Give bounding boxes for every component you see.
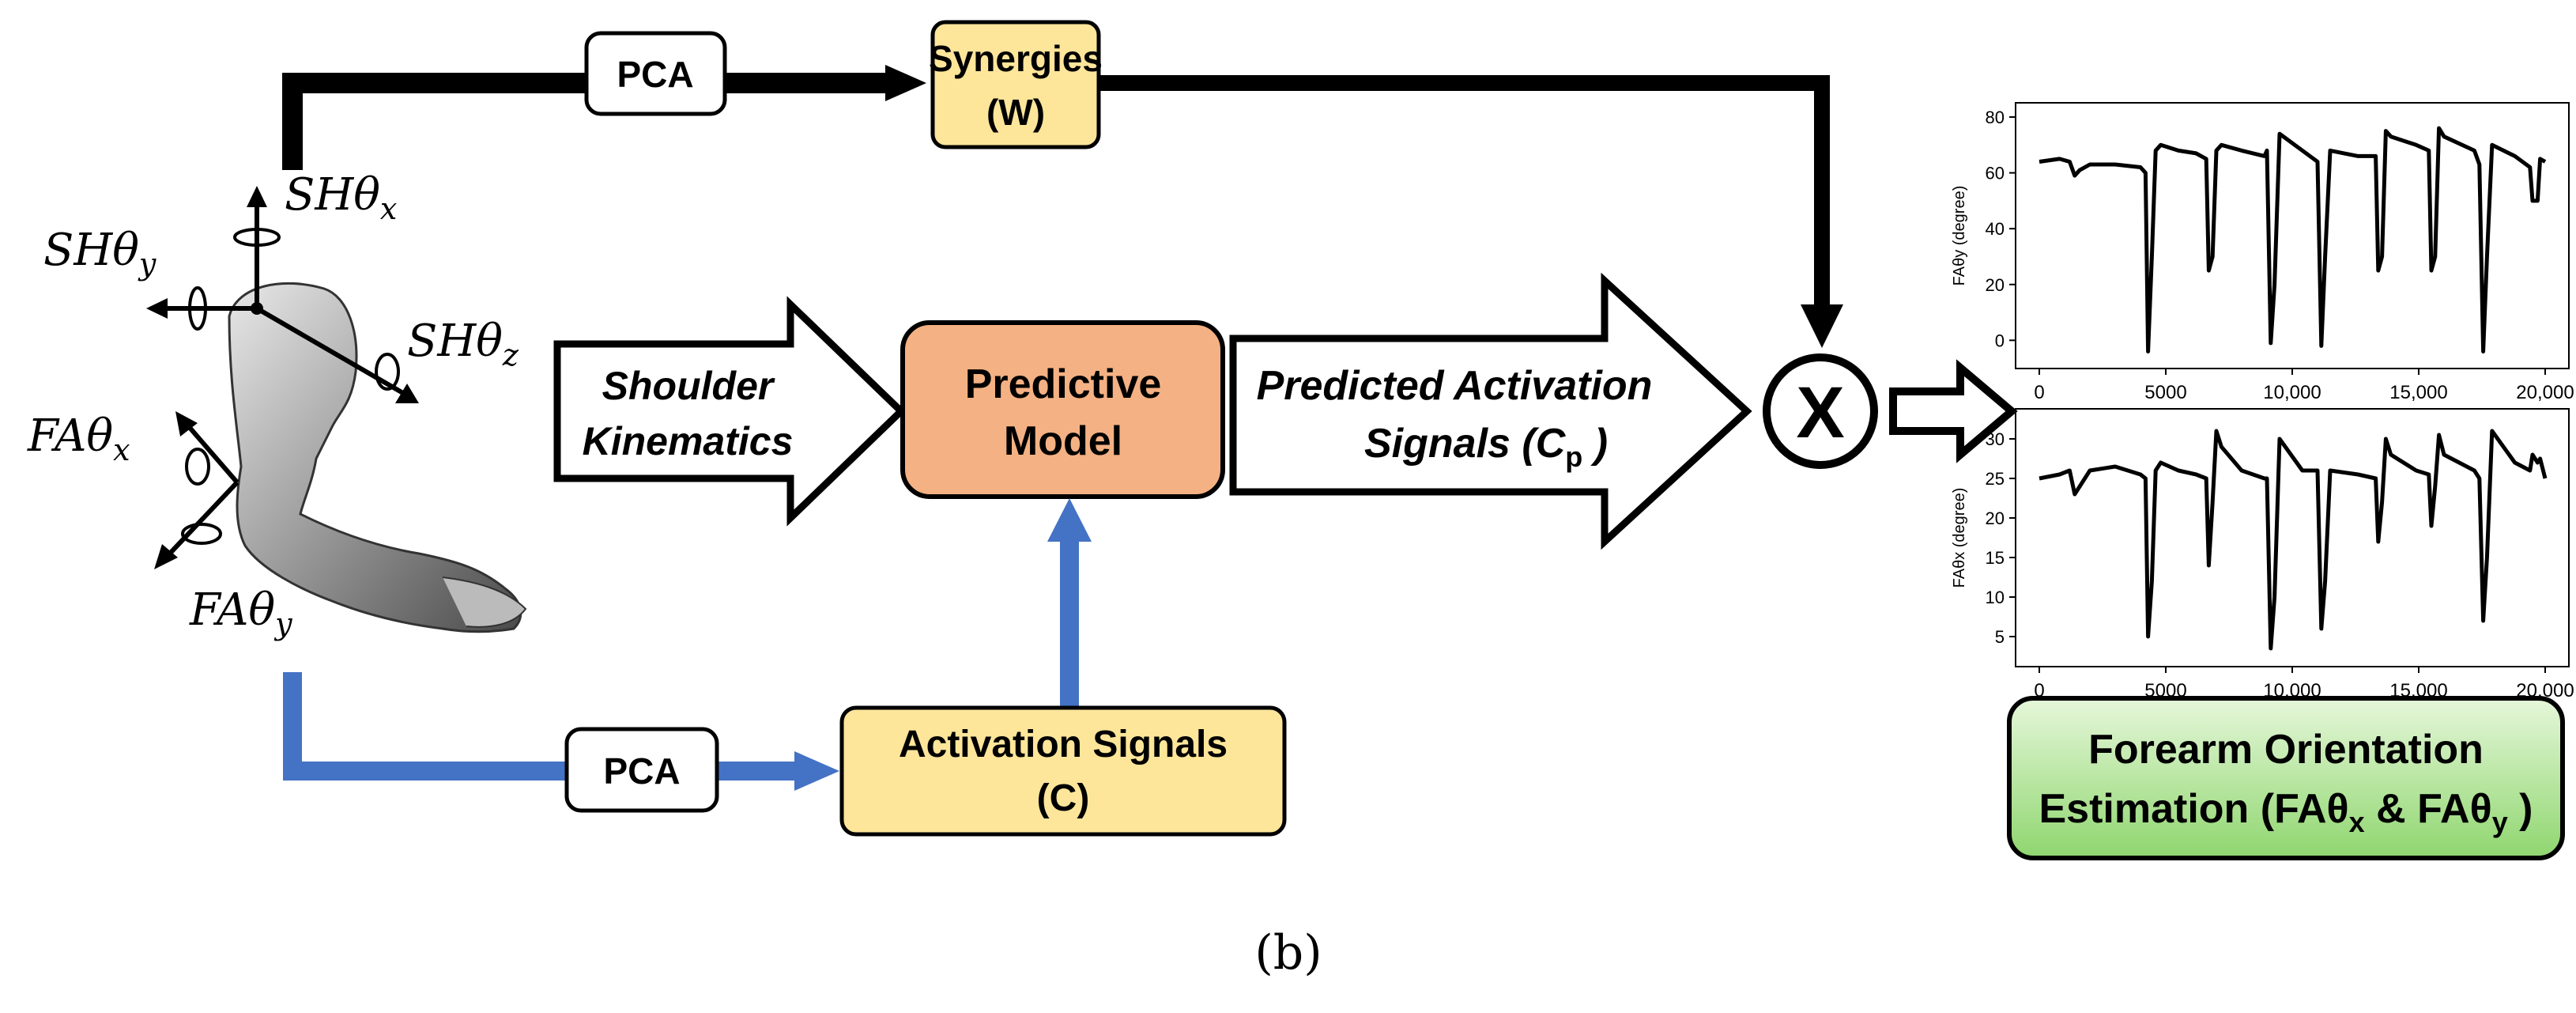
y-tick-label: 20: [1986, 275, 2005, 295]
activation-signals-box: Activation Signals (C): [839, 705, 1287, 837]
series-line: [2039, 429, 2548, 651]
series-line: [2039, 126, 2547, 353]
y-tick-label: 30: [1986, 429, 2005, 449]
predicted-activation-label-1: Predicted Activation: [1257, 363, 1653, 409]
forearm-orientation-label-2: Estimation (FAθx & FAθy ): [2039, 786, 2533, 838]
predicted-activation-label-2: Signals (Cp ): [1364, 421, 1608, 473]
synergies-box: Synergies (W): [929, 20, 1103, 149]
pca-top-box: PCA: [584, 31, 727, 116]
shoulder-axes: [146, 186, 419, 403]
y-axis-label: FAθx (degree): [1951, 488, 1968, 588]
synergies-symbol: (W): [986, 92, 1045, 133]
y-tick-label: 60: [1986, 164, 2005, 183]
predictive-model-box: Predictive Model: [900, 320, 1225, 499]
y-tick-label: 0: [1995, 331, 2005, 350]
y-tick-label: 15: [1986, 548, 2005, 568]
svg-text:FAθy: FAθy: [189, 584, 292, 641]
svg-text:SHθy: SHθy: [43, 225, 157, 282]
multiply-node: X: [1763, 353, 1878, 469]
synergies-label: Synergies: [929, 38, 1103, 79]
y-tick-label: 20: [1986, 508, 2005, 528]
svg-text:SHθz: SHθz: [407, 316, 519, 372]
x-tick-label: 10,000: [2263, 382, 2321, 403]
multiply-symbol: X: [1796, 372, 1844, 453]
y-tick-label: 40: [1986, 219, 2005, 239]
pca-bottom-box: PCA: [564, 727, 719, 813]
pca-top-label: PCA: [617, 54, 693, 95]
x-tick-label: 0: [2034, 382, 2044, 403]
figure-caption: (b): [1254, 925, 1322, 981]
svg-text:SHθx: SHθx: [285, 169, 397, 226]
forearm-orientation-box: Forearm Orientation Estimation (FAθx & F…: [2007, 696, 2565, 860]
pca-bottom-label: PCA: [603, 750, 680, 792]
arm-label-fa-y: FAθy: [189, 584, 292, 641]
x-tick-label: 5000: [2144, 382, 2186, 403]
forearm-orientation-label-1: Forearm Orientation: [2088, 727, 2484, 773]
shoulder-kinematics-label-2: Kinematics: [583, 419, 794, 463]
y-tick-label: 25: [1986, 469, 2005, 489]
x-tick-label: 20,000: [2516, 382, 2574, 403]
y-tick-label: 10: [1986, 588, 2005, 607]
arm-label-sh-z: SHθz: [407, 316, 519, 372]
arm-label-fa-x: FAθx: [27, 410, 130, 467]
arm-illustration: [228, 282, 527, 633]
arm-label-sh-y: SHθy: [43, 225, 157, 282]
predictive-model-label-1: Predictive: [965, 361, 1162, 407]
arm-label-sh-x: SHθx: [285, 169, 397, 226]
y-tick-label: 5: [1995, 627, 2005, 647]
forearm-axes: [154, 411, 239, 569]
activation-signals-label: Activation Signals: [899, 724, 1228, 765]
y-axis-label: FAθy (degree): [1951, 186, 1968, 286]
shoulder-kinematics-label-1: Shoulder: [602, 364, 775, 408]
predicted-activation-arrow: Predicted Activation Signals (Cp ): [1229, 272, 1752, 550]
predictive-model-label-2: Model: [1004, 418, 1122, 464]
activation-signals-symbol: (C): [1037, 777, 1090, 819]
svg-text:FAθx: FAθx: [27, 410, 130, 467]
output-arrow: [1889, 359, 2018, 463]
x-tick-label: 15,000: [2389, 382, 2447, 403]
y-tick-label: 80: [1986, 108, 2005, 127]
shoulder-kinematics-arrow: Shoulder Kinematics: [553, 296, 907, 527]
